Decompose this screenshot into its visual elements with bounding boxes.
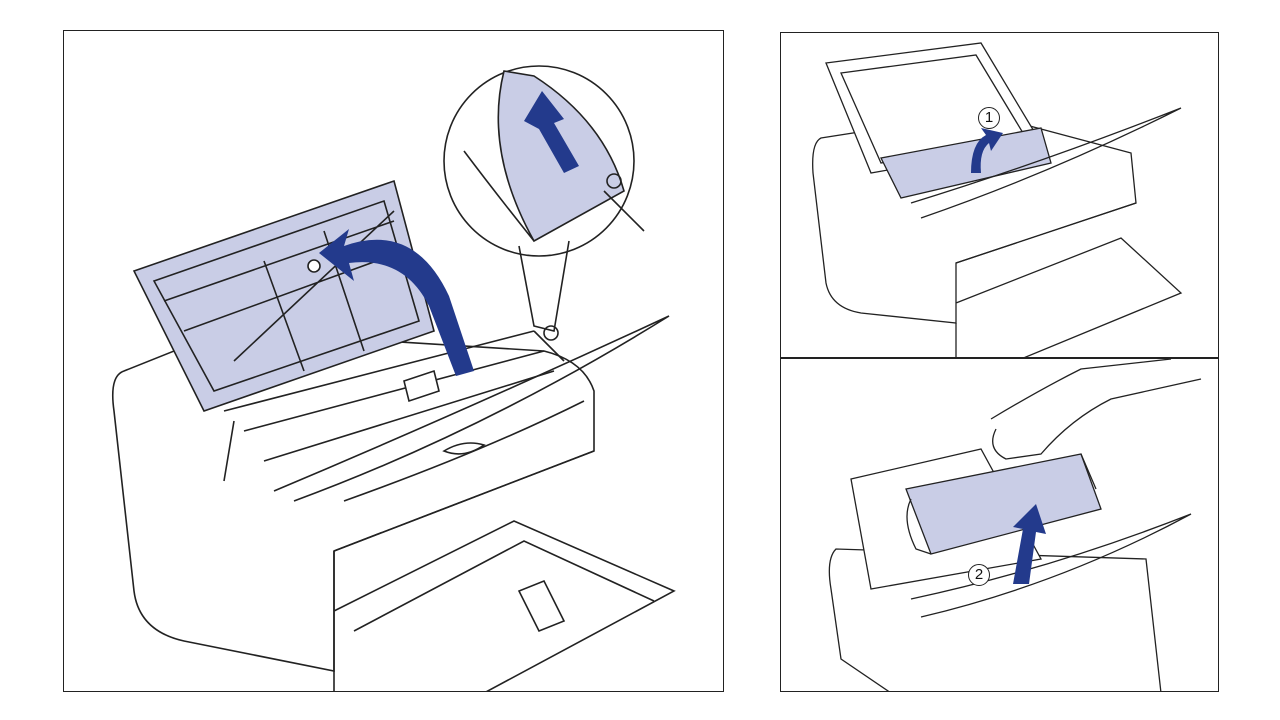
printer-open-cover-drawing [111, 65, 676, 691]
step-number-1: 1 [978, 107, 1000, 129]
printer-lift-cartridge-drawing [812, 42, 1183, 357]
main-illustration-panel [63, 30, 724, 692]
printer-remove-cartridge-drawing [828, 359, 1202, 691]
step1-panel: 1 [780, 32, 1219, 358]
step-number-2: 2 [968, 564, 990, 586]
step2-panel: 2 [780, 358, 1219, 692]
